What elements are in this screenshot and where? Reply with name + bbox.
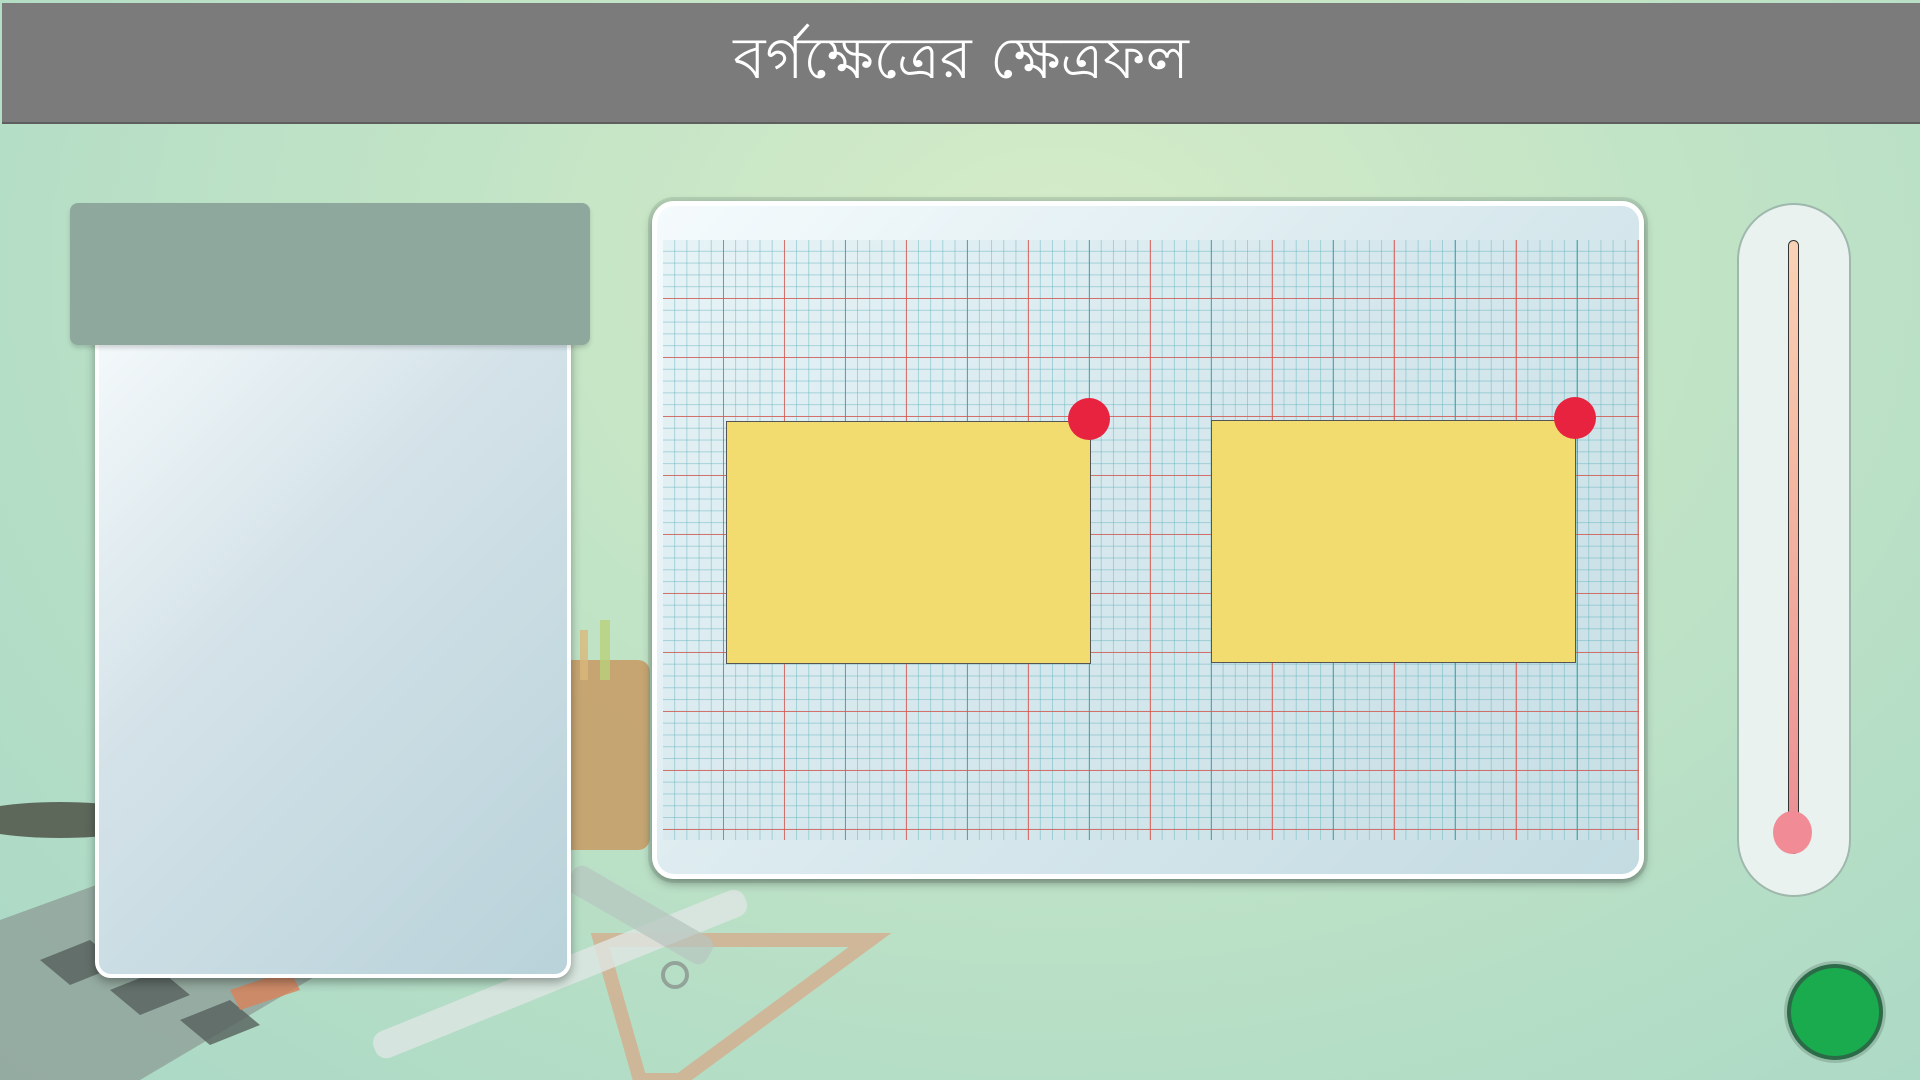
title-bar: বর্গক্ষেত্রের ক্ষেত্রফল [2,3,1920,124]
resize-handle-2[interactable] [1554,397,1596,439]
answer-panel [95,330,571,978]
green-round-button[interactable] [1787,964,1883,1060]
rectangle-shape-2 [1211,420,1576,663]
thermometer-track [1788,240,1799,854]
page-title: বর্গক্ষেত্রের ক্ষেত্রফল [733,24,1189,92]
thermometer-knob[interactable] [1773,811,1812,854]
answer-panel-header [70,203,590,345]
resize-handle-1[interactable] [1068,398,1110,440]
rectangle-shape-1 [726,421,1091,664]
